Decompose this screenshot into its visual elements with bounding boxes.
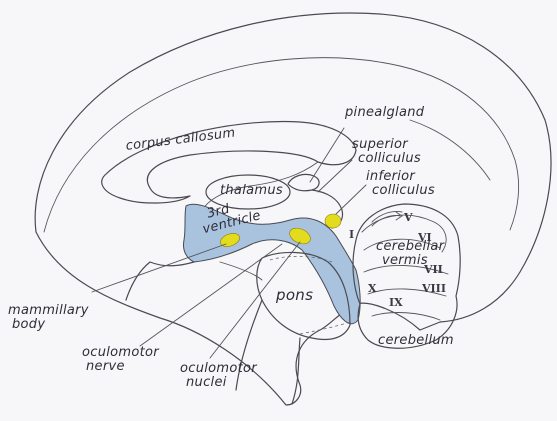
label-thalamus: thalamus (220, 183, 283, 198)
brainstem-outline-front (235, 299, 263, 391)
vermis-arrow-1 (371, 215, 401, 227)
label-superior-colliculus-line-1: superior (352, 137, 408, 152)
fornix-line (199, 161, 319, 216)
label-oculomotor-nuclei-line-1: oculomotor (180, 361, 257, 376)
label-inferior-colliculus: inferior colliculus (366, 170, 435, 197)
inferior-colliculus-shape (324, 213, 342, 229)
oculomotor-nerve-leader (139, 243, 283, 347)
label-oculomotor-nerve-line-2: nerve (86, 358, 125, 374)
brainstem-outline (291, 337, 301, 405)
brainstem-fibers (219, 261, 263, 281)
label-oculomotor-nerve-line-1: oculomotor (82, 345, 159, 360)
vermis-lobule-1: I (349, 228, 355, 241)
primary-fissure (371, 211, 403, 223)
mammillary-body-shape (220, 233, 240, 247)
label-inferior-colliculus-line-2: colliculus (372, 182, 435, 198)
label-pineal-gland: pinealgland (345, 105, 425, 120)
vermis-lobule-8: VIII (422, 282, 446, 295)
folia-lower-2 (367, 288, 447, 297)
pons-lower-boundary (299, 321, 351, 335)
folia-mid (363, 238, 441, 251)
folia-lower-1 (363, 265, 449, 275)
ventricle-system (183, 203, 361, 325)
label-superior-colliculus-line-2: colliculus (358, 150, 421, 166)
inferior-colliculus-leader (335, 184, 367, 215)
label-mammillary-body-line-2: body (12, 316, 46, 332)
mammillary-leader (91, 243, 227, 293)
vermis-lobule-7: VII (424, 263, 443, 276)
label-oculomotor-nerve: oculomotor nerve (82, 346, 159, 373)
cerebellum-outline (352, 203, 461, 349)
vermis-lobule-10: X (368, 282, 377, 295)
label-cerebellum: cerebellum (378, 333, 454, 348)
label-oculomotor-nuclei: oculomotor nuclei (180, 362, 257, 389)
label-mammillary-body-line-1: mammillary (8, 303, 89, 318)
oculomotor-nuclei-shape (289, 227, 311, 245)
label-cerebellar-vermis-line-2: vermis (382, 252, 428, 268)
vermis-lobule-6: VI (418, 231, 432, 244)
pons-outline (256, 251, 351, 341)
label-cerebellar-vermis-line-1: cerebellar (376, 239, 445, 254)
cerebral-outline (34, 12, 552, 406)
pineal-leader (309, 127, 345, 183)
label-inferior-colliculus-line-1: inferior (366, 169, 416, 184)
pons-upper-boundary (269, 255, 333, 263)
label-cerebellar-vermis: cerebellar vermis (376, 240, 444, 267)
label-pons: pons (276, 286, 314, 304)
thalamus-shape (205, 174, 291, 210)
hypothalamus-outline (125, 261, 195, 301)
parieto-occipital-line (409, 119, 491, 181)
label-mammillary-body: mammillary body (8, 304, 89, 331)
corpus-callosum-shape (101, 120, 357, 204)
vermis-arrow-2 (395, 211, 403, 221)
vermis-lobule-5: V (404, 211, 413, 224)
label-superior-colliculus: superior colliculus (352, 138, 421, 165)
vermis-lobule-9: IX (389, 296, 403, 309)
superior-colliculus-leader (317, 159, 353, 193)
oculomotor-nuclei-leader (209, 241, 301, 359)
label-oculomotor-nuclei-line-2: nuclei (186, 374, 227, 390)
cingulate-sulcus-line (43, 57, 520, 233)
pineal-gland-shape (287, 173, 320, 192)
folia-lower-3 (371, 312, 441, 321)
